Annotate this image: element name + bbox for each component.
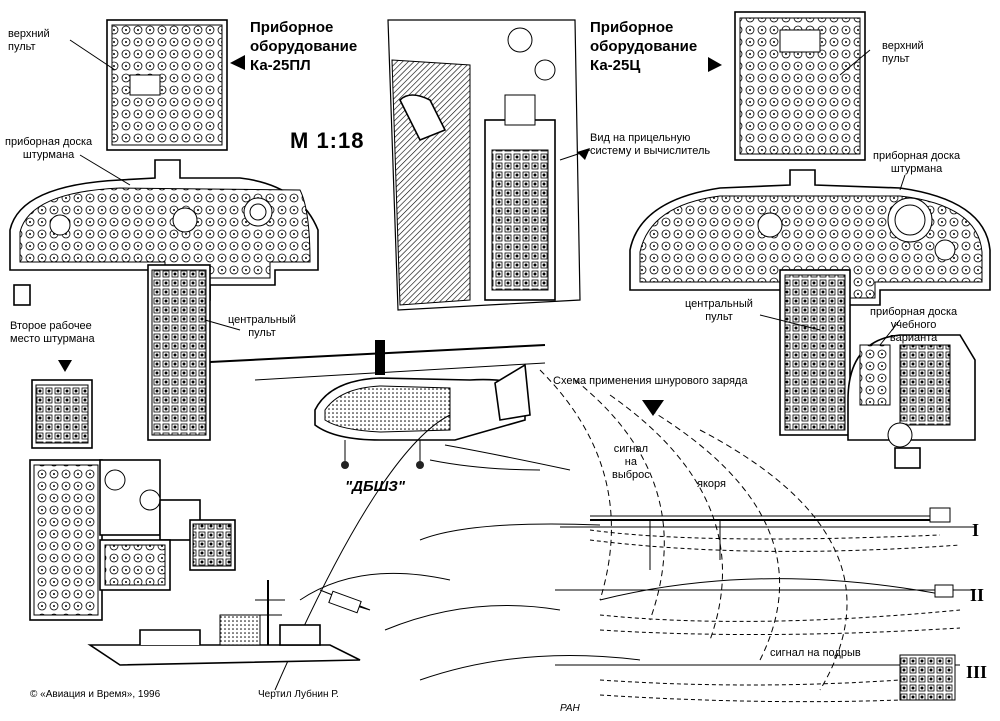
leader-lines <box>69 39 906 346</box>
label-anchors: якоря <box>697 478 726 490</box>
ship-drawing <box>87 580 361 666</box>
nav-board-left-drawing <box>9 159 319 306</box>
arrows <box>58 55 722 416</box>
training-board-drawing <box>847 334 976 469</box>
label-sight-view: Вид на прицельную систему и вычислитель <box>590 132 711 157</box>
cockpit-view-drawing <box>387 19 591 311</box>
footer-copyright: © «Авиация и Время», 1996 <box>30 689 161 700</box>
central-panel-right-drawing <box>779 269 851 436</box>
second-workplace-drawing <box>29 379 236 621</box>
label-upper-panel-right: верхний пульт <box>882 40 924 65</box>
label-signal-drop: сигнал на выброс <box>612 443 650 481</box>
label-central-panel-left: центральный пульт <box>228 314 296 339</box>
stage-I: I <box>972 520 980 540</box>
signal-ripples <box>539 369 848 691</box>
upper-panel-left-drawing <box>106 19 228 151</box>
label-upper-panel-left: верхний пульт <box>8 28 50 53</box>
stage-III: III <box>966 662 988 682</box>
label-nav-board-left: приборная доска штурмана <box>5 136 93 161</box>
charge-tow-lines <box>274 414 641 691</box>
footer-signature: РАН <box>560 703 580 714</box>
charge-stage-I <box>560 507 975 570</box>
label-central-panel-right: центральный пульт <box>685 298 753 323</box>
central-panel-left-drawing <box>147 264 211 441</box>
title-ka25ts: Приборное оборудование Ка-25Ц <box>590 19 698 74</box>
scale-label: М 1:18 <box>290 128 365 153</box>
helicopter-drawing <box>209 340 546 469</box>
charge-stage-II <box>555 578 975 636</box>
label-nav-board-right: приборная доска штурмана <box>873 150 961 175</box>
footer-drawn-by: Чертил Лубнин Р. <box>258 689 339 700</box>
label-signal-blast: сигнал на подрыв <box>770 647 861 659</box>
label-second-workplace: Второе рабочее место штурмана <box>10 320 95 345</box>
nav-board-right-drawing <box>629 169 991 306</box>
title-ka25pl: Приборное оборудование Ка-25ПЛ <box>250 19 358 74</box>
label-dbshz: "ДБШЗ" <box>345 478 405 495</box>
label-training-board: приборная доска учебного варианта <box>870 306 958 344</box>
charge-stage-III <box>555 654 960 703</box>
stage-II: II <box>970 585 985 605</box>
label-charge-scheme: Схема применения шнурового заряда <box>553 375 748 387</box>
upper-panel-right-drawing <box>734 11 866 161</box>
